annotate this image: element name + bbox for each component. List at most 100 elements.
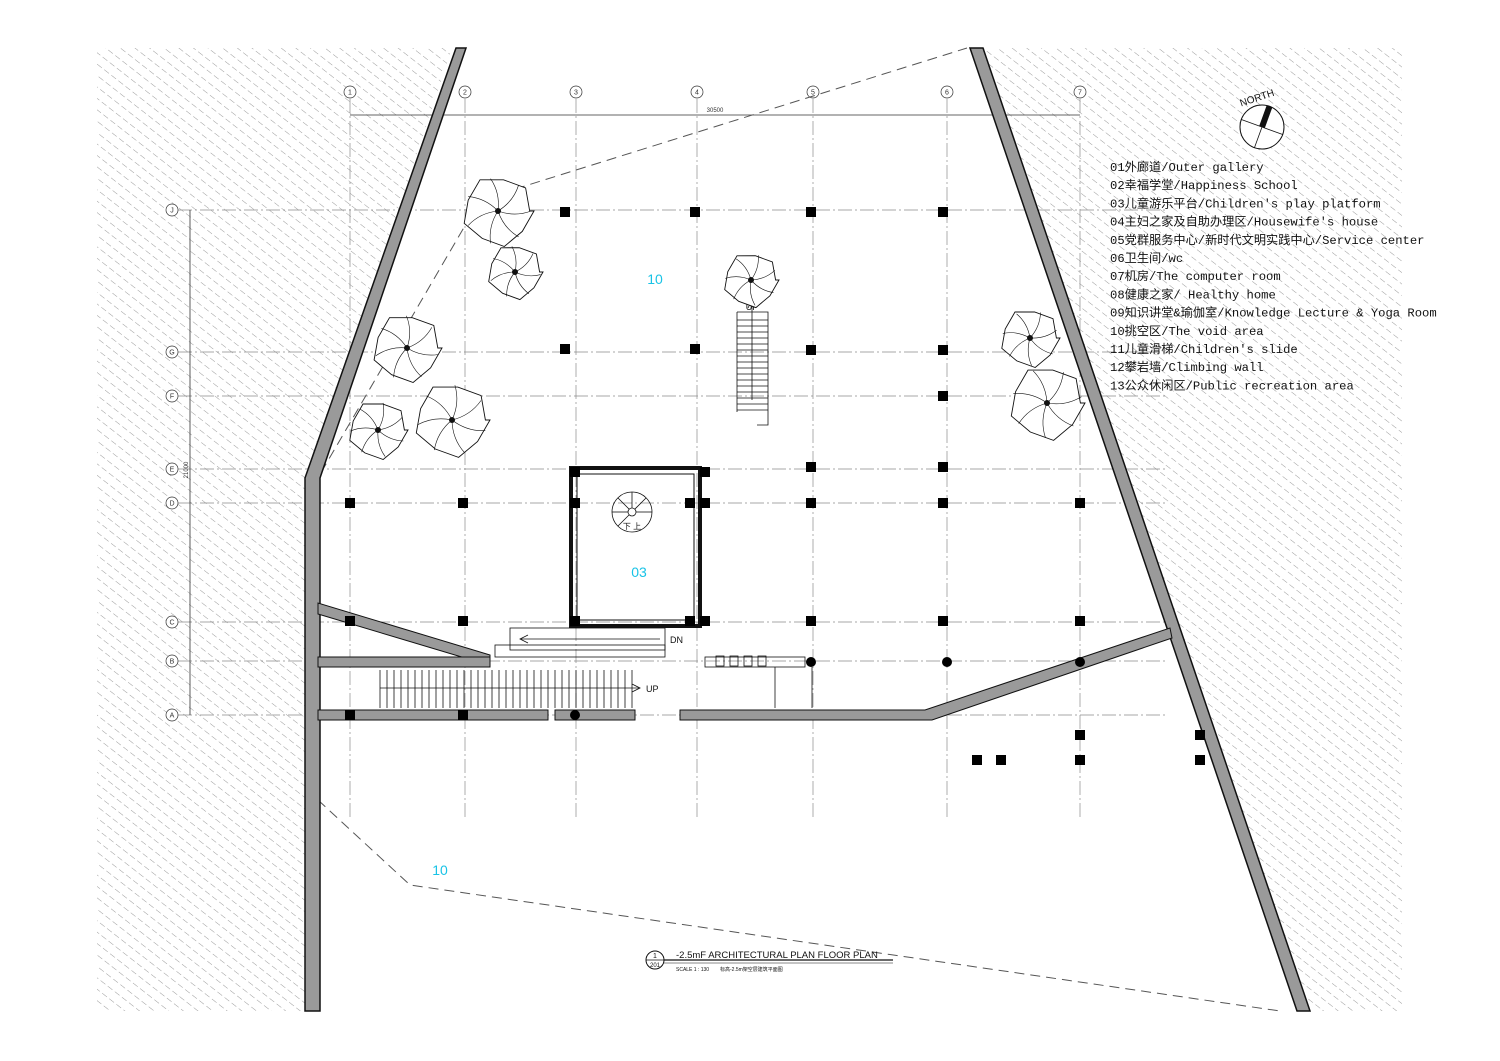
column-square [806, 462, 816, 472]
grid-label-row-C: C [169, 620, 174, 627]
stair-lower [379, 670, 641, 708]
zone-label-play-platform: 03 [631, 564, 647, 580]
tree-icon [415, 385, 491, 458]
column-square [685, 498, 695, 508]
tree-icon [1010, 369, 1086, 441]
retaining-wall-left [304, 47, 468, 1012]
grid-label-col-3: 3 [574, 90, 578, 97]
overall-width-dimension: 30500 [707, 108, 724, 114]
column-square [806, 207, 816, 217]
drawing-scale: SCALE 1 : 130 [676, 967, 709, 973]
column-square [345, 710, 355, 720]
legend-item: 02幸福学堂/Happiness School [1110, 177, 1298, 193]
grid-label-col-5: 5 [811, 90, 815, 97]
column-square [570, 498, 580, 508]
grid-label-col-6: 6 [945, 90, 949, 97]
column-square [458, 498, 468, 508]
drawing-title: -2.5mF ARCHITECTURAL PLAN FLOOR PLAN [676, 950, 878, 961]
grid-bubble-col-4 [690, 85, 704, 99]
legend-item: 12攀岩墙/Climbing wall [1110, 359, 1264, 375]
column-round [1075, 657, 1085, 667]
legend-item: 04主妇之家及自助办理区/Housewife's house [1110, 214, 1378, 230]
title-block [645, 950, 893, 970]
column-square [996, 755, 1006, 765]
grid-label-col-2: 2 [463, 90, 467, 97]
column-square [972, 755, 982, 765]
tree-icon [724, 255, 780, 309]
legend-item: 05党群服务中心/新时代文明实践中心/Service center [1110, 232, 1424, 248]
column-square [458, 710, 468, 720]
interior-walls [317, 602, 1173, 721]
column-square [938, 345, 948, 355]
legend-item: 07机房/The computer room [1110, 268, 1281, 284]
column-square [570, 467, 580, 477]
tree-icon [349, 402, 409, 461]
grid-bubble-row-E [165, 462, 179, 476]
zone-label-void-top: 10 [647, 271, 663, 287]
grid-bubble-row-C [165, 615, 179, 629]
title-number-top: 1 [653, 953, 657, 960]
tree-icon [1001, 311, 1061, 369]
childrens-slide [704, 655, 813, 708]
grid-label-col-1: 1 [348, 90, 352, 97]
grid-label-row-F: F [170, 394, 174, 401]
north-arrow-icon [1239, 104, 1285, 150]
grid-label-row-A: A [170, 713, 175, 720]
column-square [938, 391, 948, 401]
column-square [700, 467, 710, 477]
grid-bubble-col-5 [806, 85, 820, 99]
legend-item: 01外廊道/Outer gallery [1110, 159, 1264, 175]
column-square [806, 616, 816, 626]
grid-label-row-E: E [170, 467, 175, 474]
column-square [938, 498, 948, 508]
grid-label-col-7: 7 [1078, 90, 1082, 97]
grid-bubble-row-G [165, 345, 179, 359]
column-square [1075, 730, 1085, 740]
earth-hatch-left [97, 48, 452, 1011]
grid-bubble-row-A [165, 708, 179, 722]
dimension-lines [189, 114, 1080, 715]
grid-bubble-col-7 [1073, 85, 1087, 99]
column-square [1075, 755, 1085, 765]
grid-bubble-row-B [165, 654, 179, 668]
trees [349, 178, 1086, 461]
stair-down [494, 627, 666, 658]
grid-label-row-D: D [169, 501, 174, 508]
title-number-bottom: 201 [650, 963, 661, 969]
column-square [685, 616, 695, 626]
grid-bubble-row-D [165, 496, 179, 510]
column-square [1075, 616, 1085, 626]
legend-item: 08健康之家/ Healthy home [1110, 286, 1276, 302]
column-square [560, 344, 570, 354]
column-round [806, 657, 816, 667]
legend-item: 06卫生间/wc [1110, 251, 1183, 266]
column-square [1075, 498, 1085, 508]
grid-bubble-col-3 [569, 85, 583, 99]
stair-upper-label: UP [746, 302, 759, 312]
play-platform-frame [569, 466, 702, 628]
retaining-wall-right [968, 47, 1312, 1012]
overall-depth-dimension: 21000 [184, 461, 190, 478]
legend-item: 10挑空区/The void area [1110, 324, 1264, 339]
drawing-subtitle-cn: 标高-2.5m架空层建筑平面图 [720, 966, 783, 973]
grid-label-col-4: 4 [695, 90, 699, 97]
tree-icon [488, 246, 544, 301]
column-square [806, 345, 816, 355]
column-square [690, 344, 700, 354]
stair-lower-label: UP [646, 684, 659, 694]
spiral-stair-label: 下 上 [623, 522, 641, 531]
grid-label-row-G: G [169, 350, 174, 357]
stair-upper [736, 299, 769, 426]
column-square [1195, 730, 1205, 740]
spiral-stair [611, 491, 653, 533]
column-square [700, 498, 710, 508]
column-square [806, 498, 816, 508]
column-square [1195, 755, 1205, 765]
column-round [570, 710, 580, 720]
column-square [938, 207, 948, 217]
column-square [690, 207, 700, 217]
grid-bubble-col-1 [343, 85, 357, 99]
earth-hatch-right [983, 48, 1402, 1011]
